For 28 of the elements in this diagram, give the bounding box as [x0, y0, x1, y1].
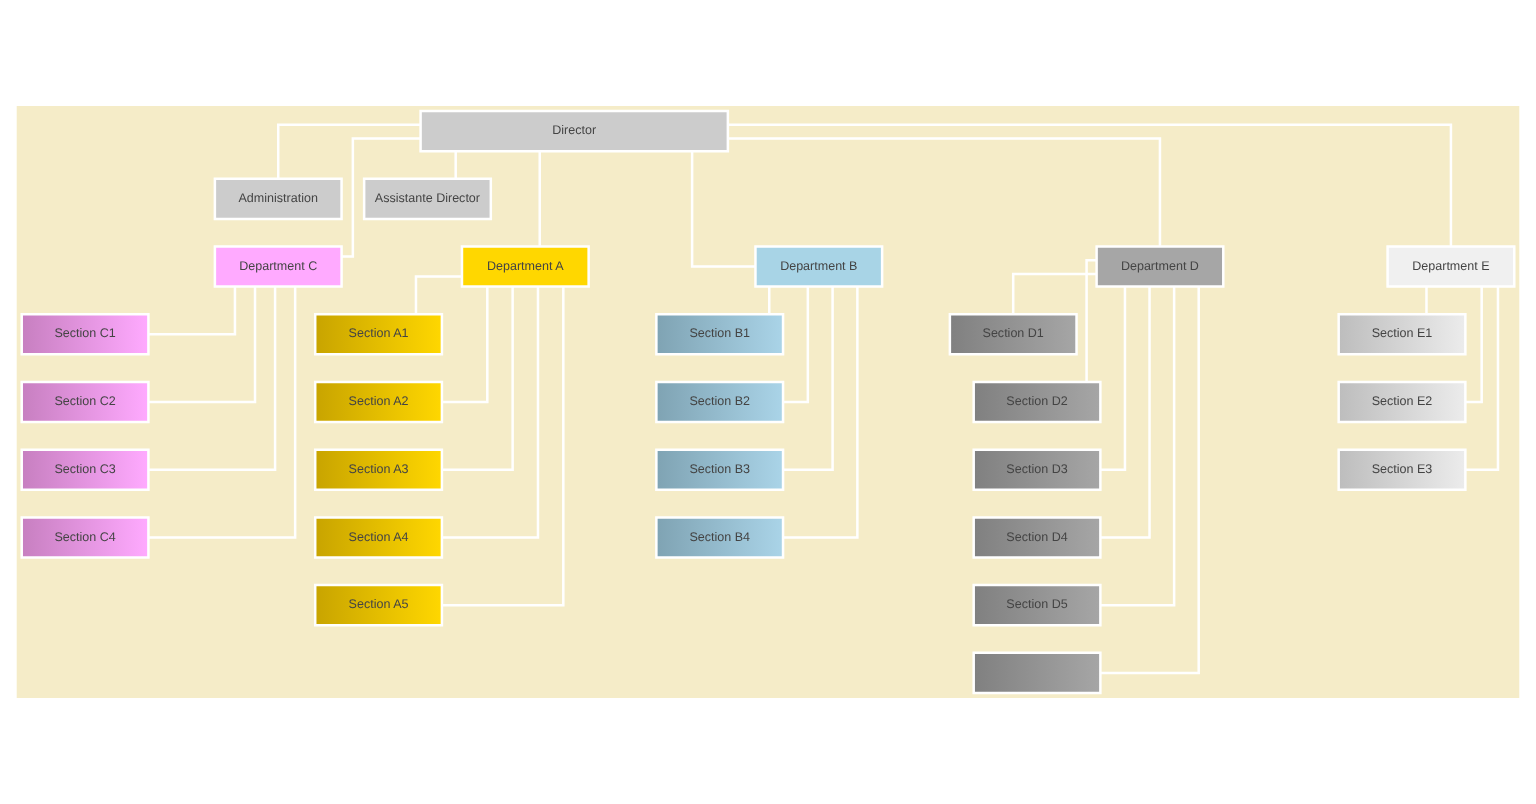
connector — [728, 137, 1162, 246]
connector — [148, 286, 297, 539]
connector — [783, 286, 859, 539]
connector — [148, 286, 237, 336]
connector — [1100, 286, 1200, 675]
connector — [442, 286, 514, 471]
connector — [414, 275, 462, 315]
connector — [1011, 272, 1097, 314]
connector — [538, 151, 541, 247]
connector — [341, 137, 421, 258]
connector — [783, 286, 834, 471]
connector — [454, 151, 457, 179]
connector — [1100, 286, 1176, 607]
connector — [690, 151, 756, 268]
connector — [442, 287, 489, 404]
connector — [148, 287, 257, 404]
connector — [1100, 286, 1151, 539]
connector — [1465, 286, 1500, 471]
connector — [1425, 286, 1428, 314]
connector — [1465, 287, 1483, 404]
connector — [727, 123, 1453, 247]
connector — [1085, 259, 1097, 382]
connector — [442, 286, 540, 539]
connector — [442, 286, 565, 607]
connector — [148, 286, 277, 471]
node-box — [972, 651, 1102, 695]
connector — [768, 286, 771, 314]
connector — [276, 123, 421, 179]
